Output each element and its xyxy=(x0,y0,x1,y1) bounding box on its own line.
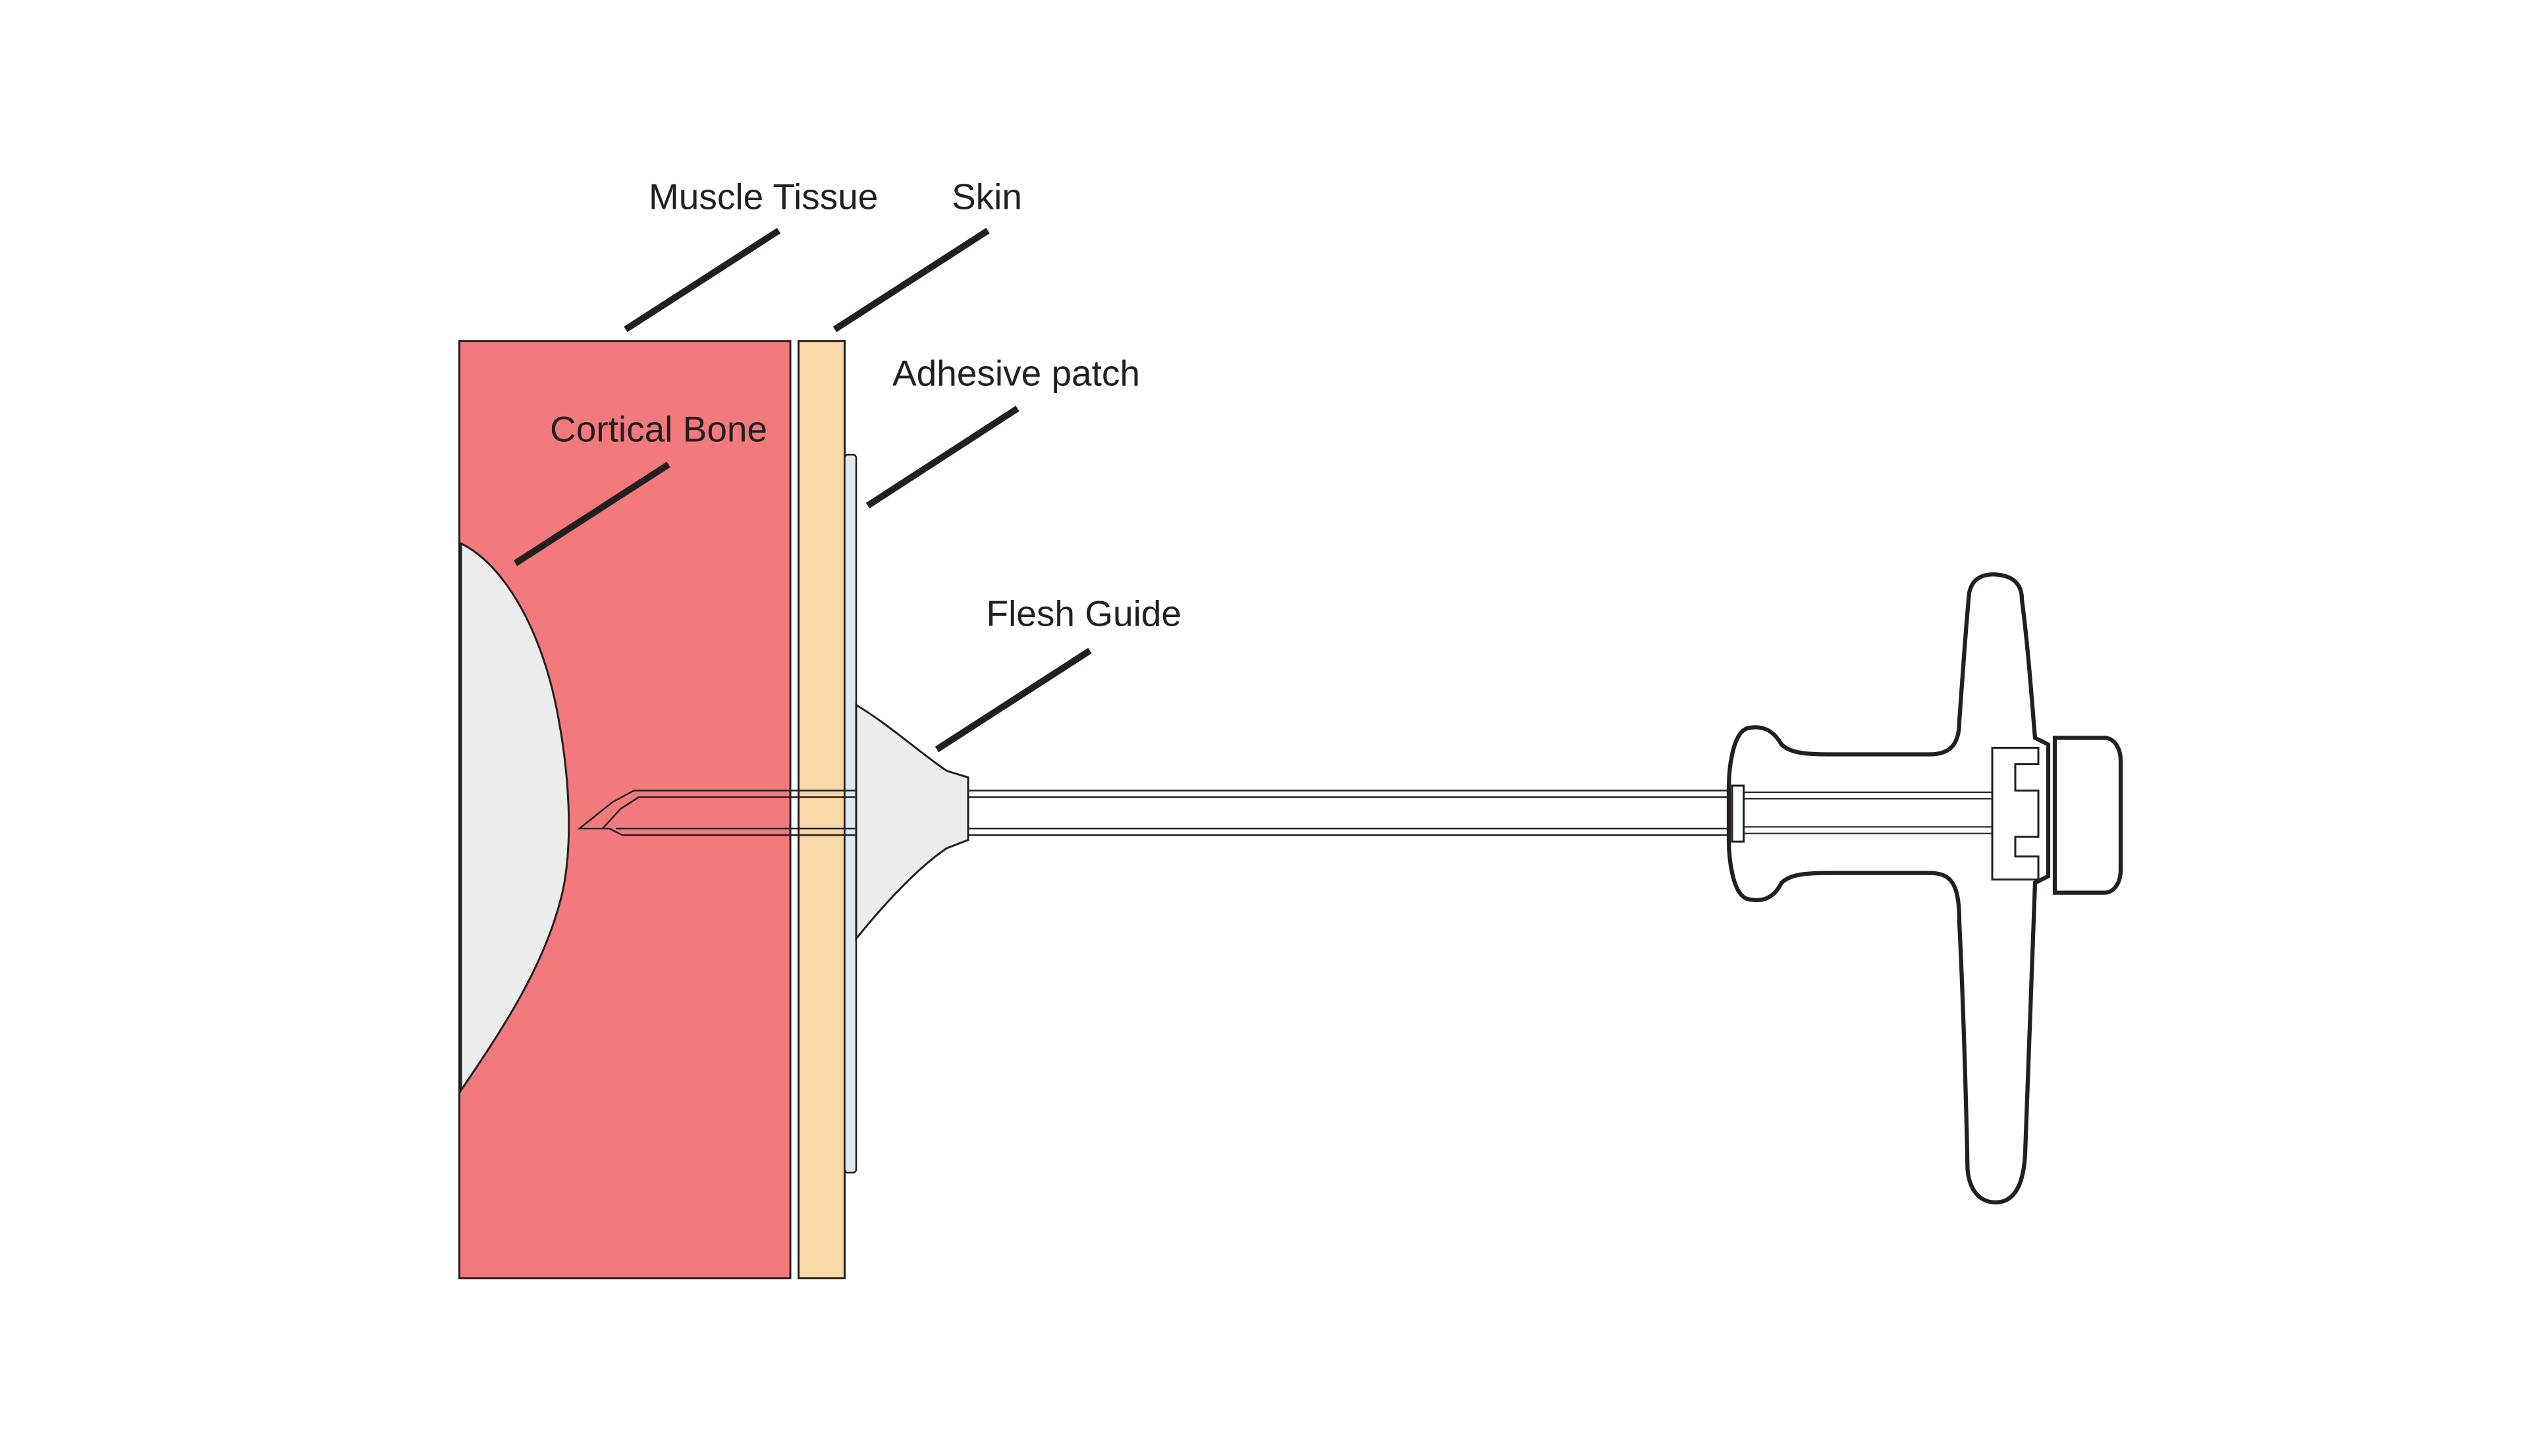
adhesive-patch-label: Adhesive patch xyxy=(892,352,1140,393)
cortical-bone-shape xyxy=(460,541,570,1094)
muscle-tissue-label: Muscle Tissue xyxy=(649,176,878,217)
skin-layer xyxy=(798,340,846,1280)
handle-inner-shaft xyxy=(1743,792,1992,834)
flesh-guide xyxy=(855,703,969,942)
cortical-bone-label: Cortical Bone xyxy=(550,408,767,449)
skin-label: Skin xyxy=(952,176,1022,217)
adhesive-patch xyxy=(844,454,857,1174)
stylet-hub xyxy=(1991,747,2040,881)
handle-collar xyxy=(1731,784,1745,843)
flesh-guide-label: Flesh Guide xyxy=(987,593,1182,634)
end-cap xyxy=(2052,736,2123,895)
needle-tip xyxy=(577,790,799,836)
flesh-guide-leader xyxy=(935,647,1092,753)
t-handle xyxy=(1726,572,2051,1204)
adhesive-patch-leader xyxy=(865,406,1020,509)
needle-shaft xyxy=(798,790,1739,836)
muscle-tissue-leader xyxy=(624,227,781,333)
skin-leader xyxy=(832,227,990,333)
cortical-bone-leader xyxy=(513,462,670,566)
